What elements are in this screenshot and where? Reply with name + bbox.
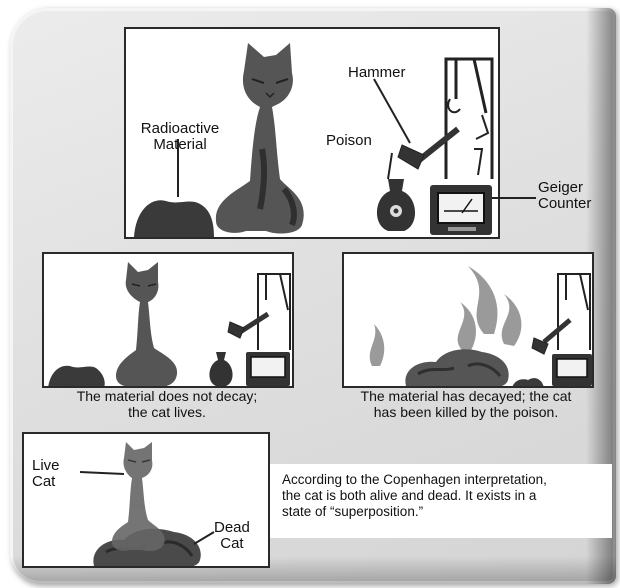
cat-dead-caption-line2: has been killed by the poison.: [328, 404, 604, 420]
cat-lives-illustration: [44, 254, 294, 388]
poison-vial-icon: [209, 352, 232, 386]
cat-dead-panel: [342, 252, 594, 388]
live-cat-label: Live Cat: [32, 458, 60, 490]
geiger-label-line2: Counter: [538, 196, 591, 212]
cat-dead-caption: The material has decayed; the cat has be…: [328, 388, 604, 420]
cat-lives-caption-line2: the cat lives.: [44, 404, 290, 420]
decayed-material-icon: [512, 378, 544, 388]
radioactive-material-icon: [134, 200, 214, 237]
radioactive-label-line1: Radioactive: [130, 121, 230, 137]
poison-fumes-icon: [370, 266, 522, 366]
poison-vial-icon: [377, 179, 415, 231]
hammer-apparatus-icon: [398, 59, 492, 179]
cat-dead-illustration: [344, 254, 594, 388]
note-line2: the cat is both alive and dead. It exist…: [282, 488, 536, 503]
note-line3: state of “superposition.”: [282, 504, 423, 519]
geiger-counter-icon: [552, 354, 592, 386]
geiger-label-line1: Geiger: [538, 180, 591, 196]
hammer-label: Hammer: [348, 65, 406, 81]
hammer-apparatus-icon: [228, 274, 290, 350]
superposition-panel: Live Cat Dead Cat: [22, 432, 270, 568]
live-cat-icon: [116, 262, 177, 387]
copenhagen-note: According to the Copenhagen interpretati…: [270, 464, 612, 538]
cat-lives-panel: [42, 252, 294, 388]
live-cat-label-line1: Live: [32, 458, 60, 474]
hammer-apparatus-icon: [532, 274, 590, 354]
cat-dead-caption-line1: The material has decayed; the cat: [328, 388, 604, 404]
radioactive-label-line2: Material: [130, 137, 230, 153]
dead-cat-icon: [405, 349, 508, 388]
cat-lives-caption: The material does not decay; the cat liv…: [44, 388, 290, 420]
live-cat-icon: [112, 442, 165, 551]
geiger-counter-icon: [246, 352, 290, 386]
dead-cat-label-line2: Cat: [214, 536, 250, 552]
note-line1: According to the Copenhagen interpretati…: [282, 472, 547, 487]
cat-lives-caption-line1: The material does not decay;: [44, 388, 290, 404]
geiger-counter-label: Geiger Counter: [538, 180, 591, 212]
radioactive-material-label: Radioactive Material: [130, 121, 230, 153]
poison-label: Poison: [326, 133, 372, 149]
radioactive-material-icon: [48, 366, 105, 388]
setup-panel: Radioactive Material Hammer Poison: [124, 27, 500, 239]
live-cat-label-line2: Cat: [32, 474, 60, 490]
dead-cat-label-line1: Dead: [214, 520, 250, 536]
geiger-counter-icon: [430, 185, 492, 235]
dead-cat-label: Dead Cat: [214, 520, 250, 552]
